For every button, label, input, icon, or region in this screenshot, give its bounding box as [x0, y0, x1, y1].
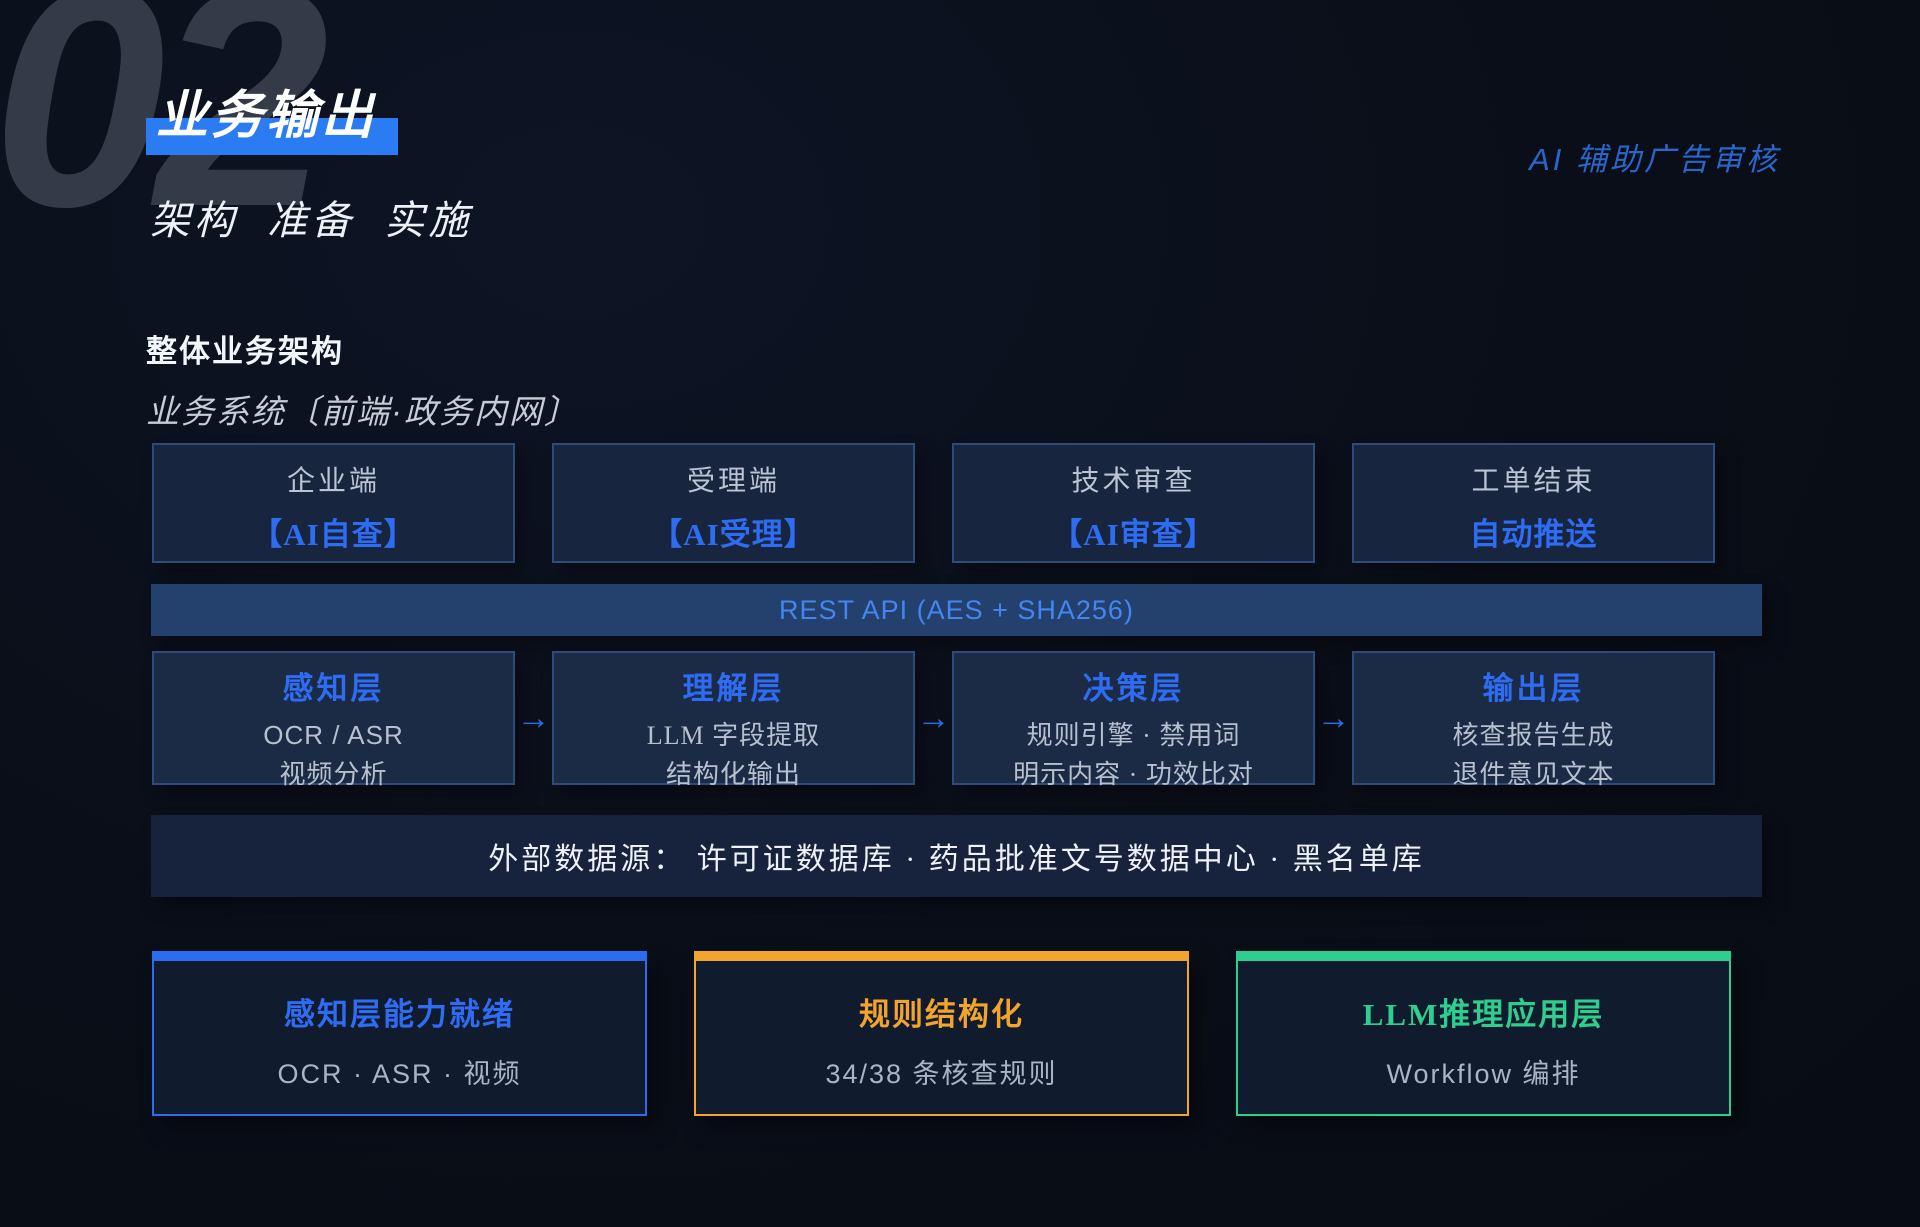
layer-title: 输出层 [1482, 671, 1585, 706]
status-card-subtitle: 34/38 条核查规则 [825, 1059, 1058, 1089]
rest-api-bar: REST API (AES + SHA256) [151, 584, 1762, 636]
corner-note: AI 辅助广告审核 [1529, 142, 1780, 177]
flow-arrow-icon: → [916, 698, 951, 737]
status-card-title: 规则结构化 [859, 997, 1024, 1032]
rest-api-label: REST API (AES + SHA256) [779, 594, 1134, 625]
status-card-title: LLM推理应用层 [1362, 997, 1605, 1032]
layer-title: 理解层 [682, 671, 785, 706]
layer-title: 感知层 [282, 671, 385, 706]
section-subheading: 业务系统〔前端·政务内网〕 [146, 393, 579, 430]
slide-title: 业务输出 [146, 87, 399, 156]
status-card-llm-app-layer: LLM推理应用层 Workflow 编排 [1236, 951, 1731, 1116]
flow-arrow-icon: → [516, 698, 551, 737]
layer-line: OCR / ASR [263, 720, 404, 750]
layer-box-perception: 感知层 OCR / ASR 视频分析 [152, 651, 515, 789]
frontend-box-tag: 自动推送 [1469, 517, 1598, 552]
frontend-box-title: 技术审查 [1071, 466, 1196, 497]
layer-line: 视频分析 [279, 760, 388, 789]
frontend-box-title: 受理端 [686, 466, 780, 497]
layer-line: 明示内容 · 功效比对 [1013, 760, 1254, 789]
status-card-title: 感知层能力就绪 [284, 997, 515, 1032]
layer-line: LLM 字段提取 [646, 721, 821, 750]
status-card-subtitle: Workflow 编排 [1386, 1059, 1581, 1089]
layer-box-output: 输出层 核查报告生成 退件意见文本 [1352, 651, 1715, 789]
external-datasource-label: 外部数据源： 许可证数据库 · 药品批准文号数据中心 · 黑名单库 [488, 843, 1425, 876]
frontend-box-title: 企业端 [286, 466, 380, 497]
status-card-perception-ready: 感知层能力就绪 OCR · ASR · 视频 [152, 951, 647, 1116]
status-cards-row: 感知层能力就绪 OCR · ASR · 视频 规则结构化 34/38 条核查规则… [152, 951, 1731, 1116]
frontend-box-tag: 【AI受理】 [651, 517, 816, 552]
frontend-box-acceptance: 受理端 【AI受理】 [552, 443, 915, 563]
section-heading: 整体业务架构 [146, 334, 344, 369]
layer-line: 退件意见文本 [1452, 760, 1615, 789]
status-card-subtitle: OCR · ASR · 视频 [277, 1059, 522, 1089]
frontend-box-ticket-close: 工单结束 自动推送 [1352, 443, 1715, 563]
layer-box-understanding: 理解层 LLM 字段提取 结构化输出 [552, 651, 915, 789]
frontend-box-title: 工单结束 [1471, 466, 1596, 497]
frontend-box-tag: 【AI自查】 [251, 517, 416, 552]
ai-layers-row: 感知层 OCR / ASR 视频分析 → 理解层 LLM 字段提取 结构化输出 … [152, 651, 1715, 789]
layer-line: 规则引擎 · 禁用词 [1026, 721, 1241, 750]
frontend-box-tech-review: 技术审查 【AI审查】 [952, 443, 1315, 563]
frontend-box-tag: 【AI审查】 [1051, 517, 1216, 552]
layer-line: 结构化输出 [665, 760, 801, 789]
frontend-systems-row: 企业端 【AI自查】 受理端 【AI受理】 技术审查 【AI审查】 工单结束 自… [152, 443, 1715, 563]
layer-title: 决策层 [1082, 671, 1185, 706]
frontend-box-enterprise: 企业端 【AI自查】 [152, 443, 515, 563]
layer-line: 核查报告生成 [1452, 721, 1615, 750]
flow-arrow-icon: → [1316, 698, 1351, 737]
layer-box-decision: 决策层 规则引擎 · 禁用词 明示内容 · 功效比对 [952, 651, 1315, 789]
slide-subtitle: 架构 准备 实施 [150, 199, 473, 243]
status-card-rules-structured: 规则结构化 34/38 条核查规则 [694, 951, 1189, 1116]
external-datasource-bar: 外部数据源： 许可证数据库 · 药品批准文号数据中心 · 黑名单库 [151, 815, 1762, 897]
